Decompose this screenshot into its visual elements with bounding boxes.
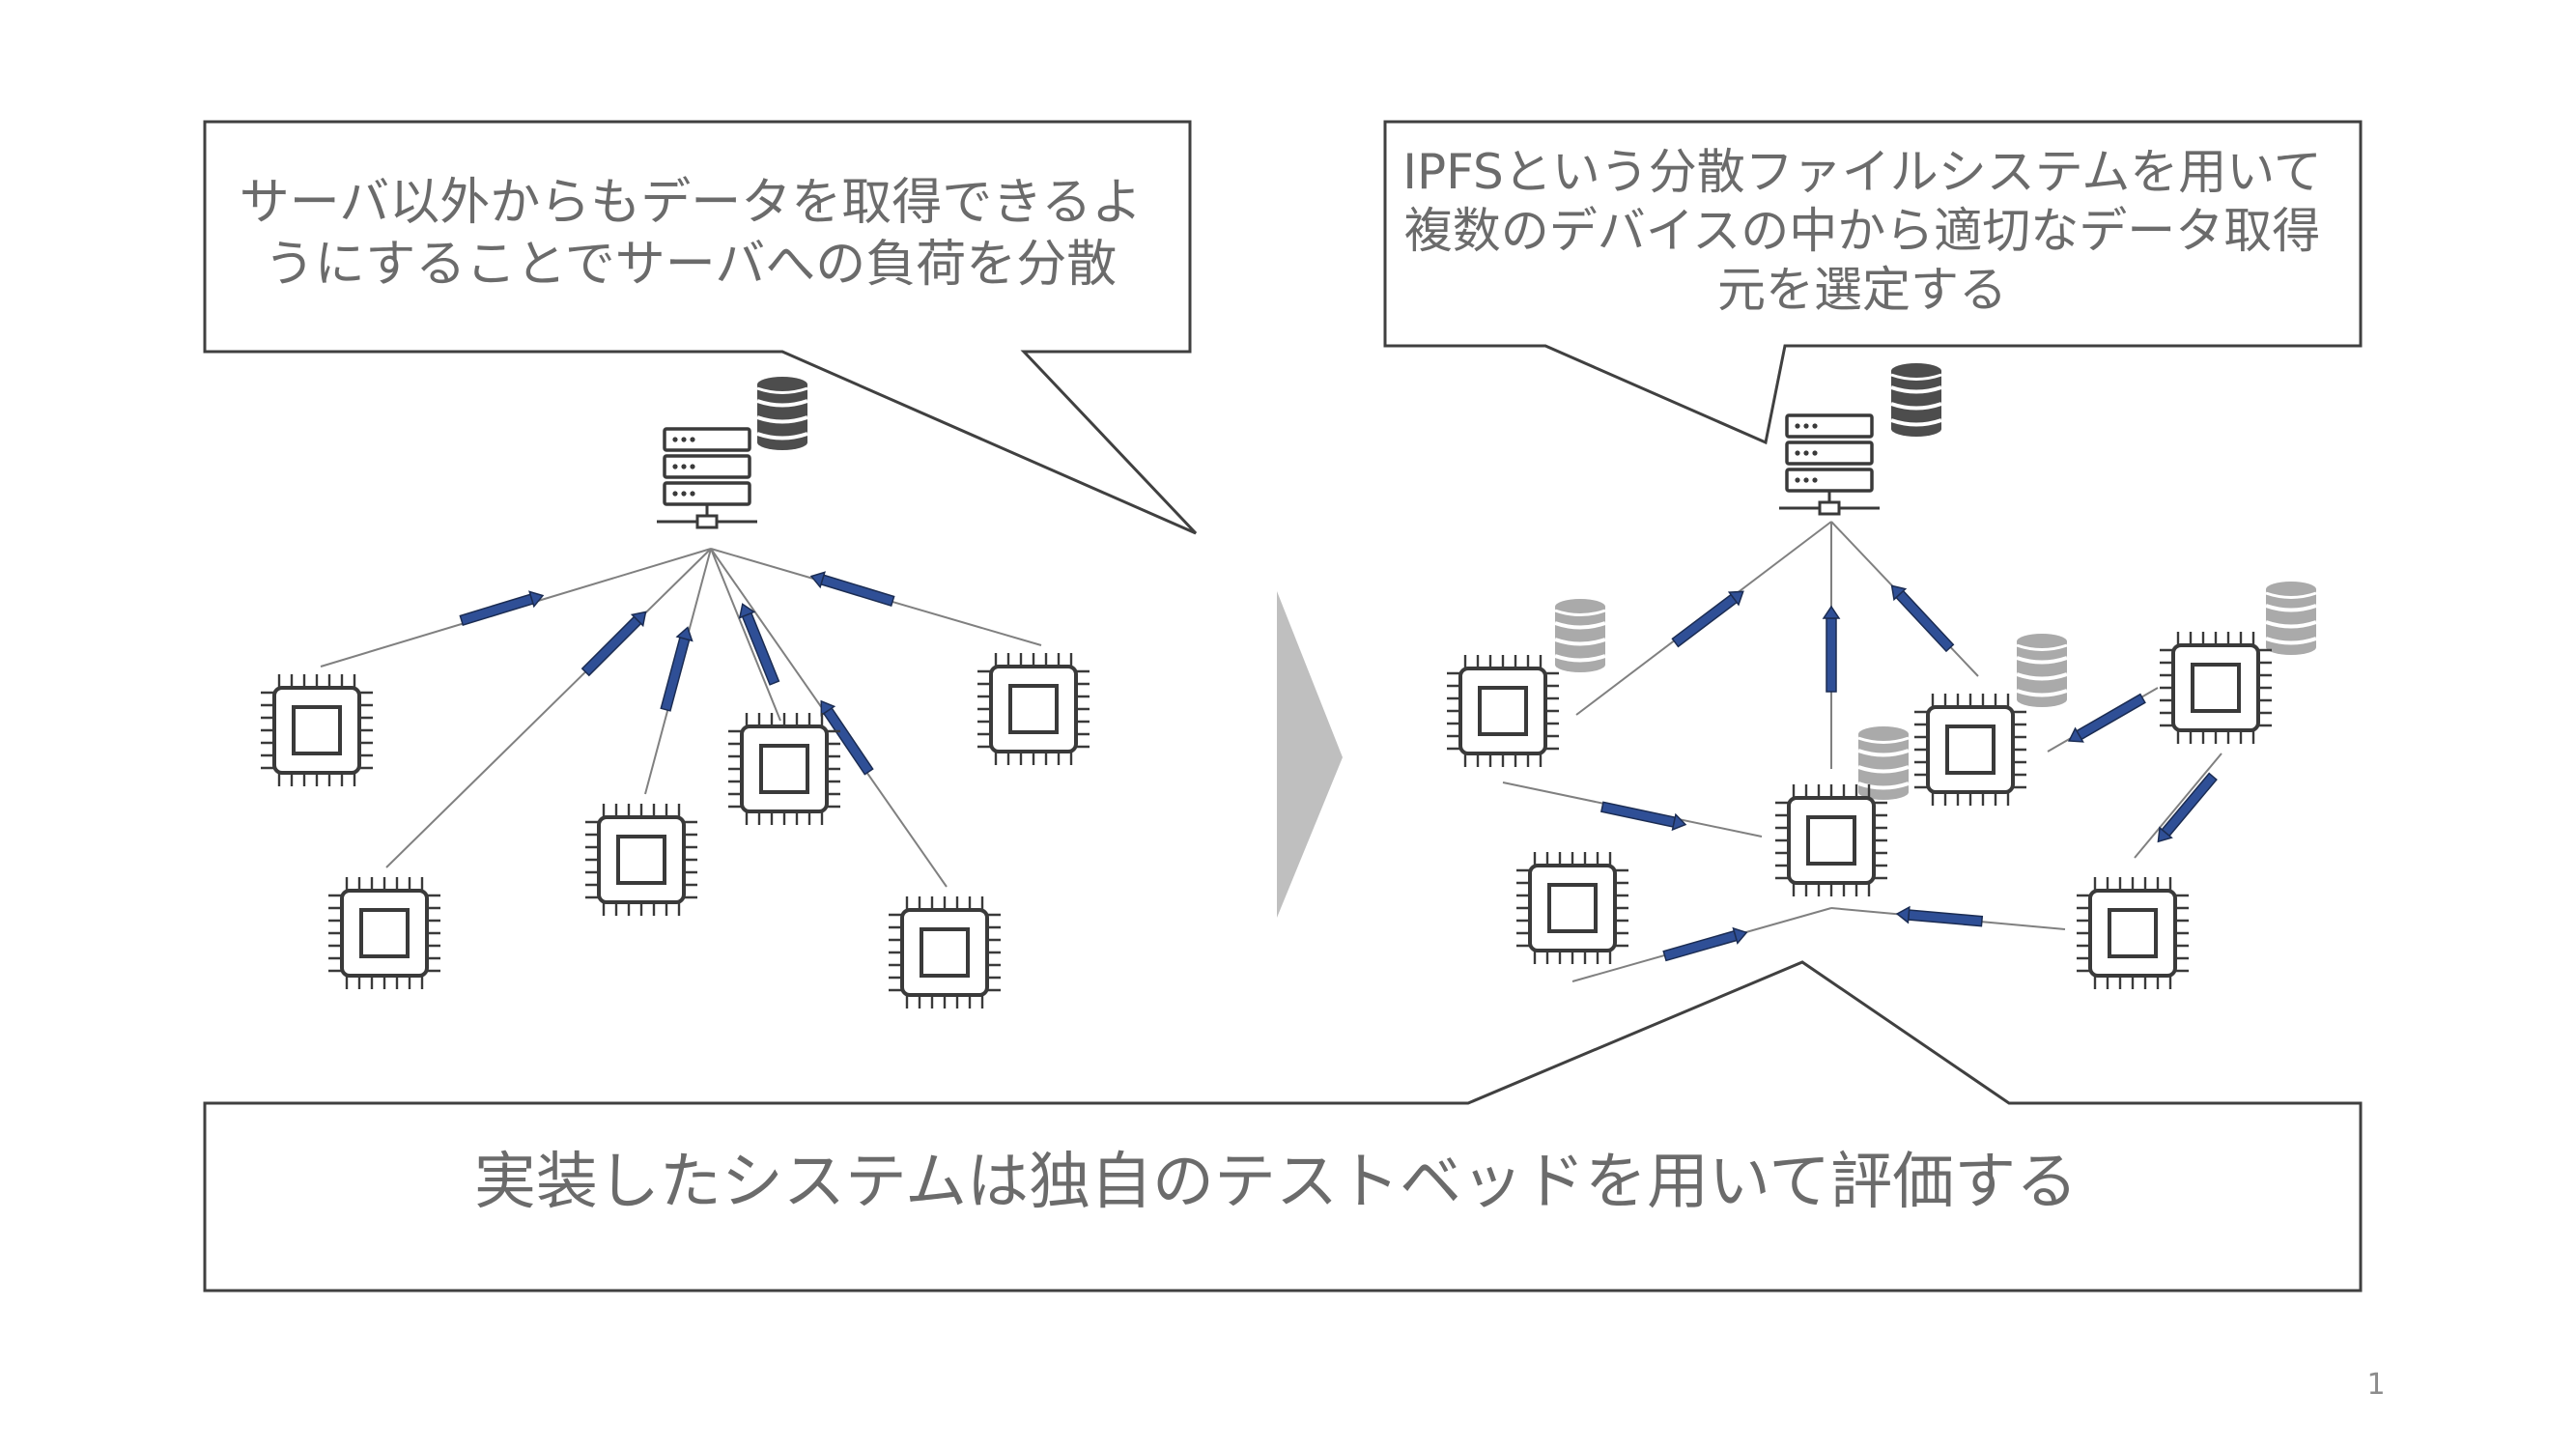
arrow-up (660, 626, 694, 712)
database-icon (1856, 724, 1911, 802)
chip-icon (887, 895, 1003, 1010)
database-icon (2264, 580, 2318, 657)
chip-icon (1773, 782, 1889, 898)
chip-icon (1514, 850, 1630, 966)
arrow-up-right (459, 590, 545, 626)
callout-bottom-box (203, 960, 2363, 1293)
database-icon (1553, 597, 1607, 674)
server-icon (655, 427, 759, 529)
arrow-down-left (2067, 693, 2146, 743)
callout-bottom-text: 実装したシステムは独自のテストベッドを用いて評価する (473, 1147, 2079, 1218)
chip-icon (1445, 653, 1561, 769)
chip-icon (726, 711, 842, 827)
arrow-up-right (1662, 926, 1748, 962)
page-number: 1 (2366, 1368, 2386, 1402)
chip-icon (976, 651, 1091, 767)
callout-left-text: サーバ以外からもデータを取得できるようにすることでサーバへの負荷を分散 (239, 174, 1143, 295)
chip-icon (326, 875, 442, 991)
arrow-up (1822, 605, 1841, 693)
callout-left-box (203, 120, 1198, 535)
arrow-up-left (820, 699, 874, 776)
right-data-flow-arrows (1599, 584, 2218, 962)
server-icon (1777, 413, 1882, 516)
right-arrow-icon (1277, 591, 1343, 918)
arrow-down-left (2157, 772, 2218, 843)
callout-right-box (1383, 120, 2363, 445)
arrow-up-left (1890, 584, 1955, 653)
arrow-left (1895, 905, 1984, 927)
arrow-up-right (1671, 590, 1744, 648)
chip-icon (583, 802, 699, 918)
database-icon (1889, 361, 1943, 439)
chip-icon (1912, 692, 2028, 808)
chip-icon (2158, 630, 2274, 746)
arrow-left (809, 571, 895, 607)
left-data-flow-arrows (459, 571, 895, 776)
chip-icon (259, 672, 375, 788)
arrow-up-left (738, 603, 780, 686)
callout-right-text: IPFSという分散ファイルシステムを用いて複数のデバイスの中から適切なデータ取得… (1402, 144, 2322, 318)
database-icon (755, 375, 809, 452)
chip-icon (2075, 875, 2191, 991)
arrow-right (1599, 801, 1687, 832)
database-icon (2015, 632, 2069, 709)
arrow-up-right (580, 611, 647, 677)
